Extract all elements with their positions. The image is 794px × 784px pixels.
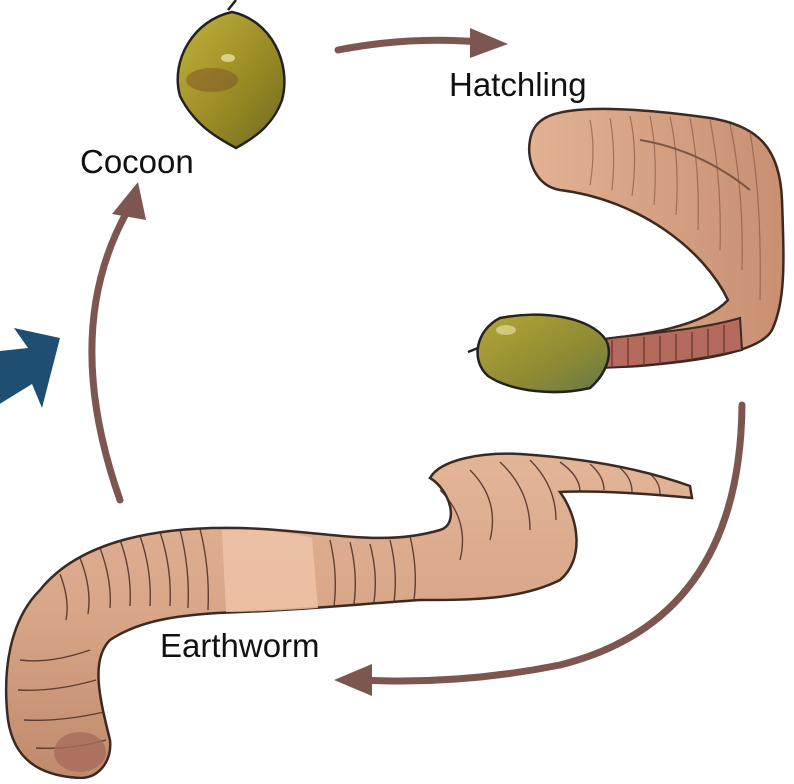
cocoon-icon (178, 0, 285, 148)
stage-label-earthworm: Earthworm (160, 629, 320, 662)
arrow-cocoon-to-hatchling (338, 40, 480, 50)
stage-label-hatchling: Hatchling (449, 68, 587, 101)
arrow-earthworm-to-cocoon (92, 210, 128, 500)
pointer-arrow-icon (0, 328, 60, 410)
stage-label-cocoon: Cocoon (80, 145, 194, 178)
hatching-cocoon-icon (468, 315, 609, 392)
earthworm-icon (6, 454, 692, 778)
arrowhead-right (470, 28, 508, 58)
arrowhead-left (334, 664, 372, 696)
arrowhead-up (112, 182, 146, 220)
